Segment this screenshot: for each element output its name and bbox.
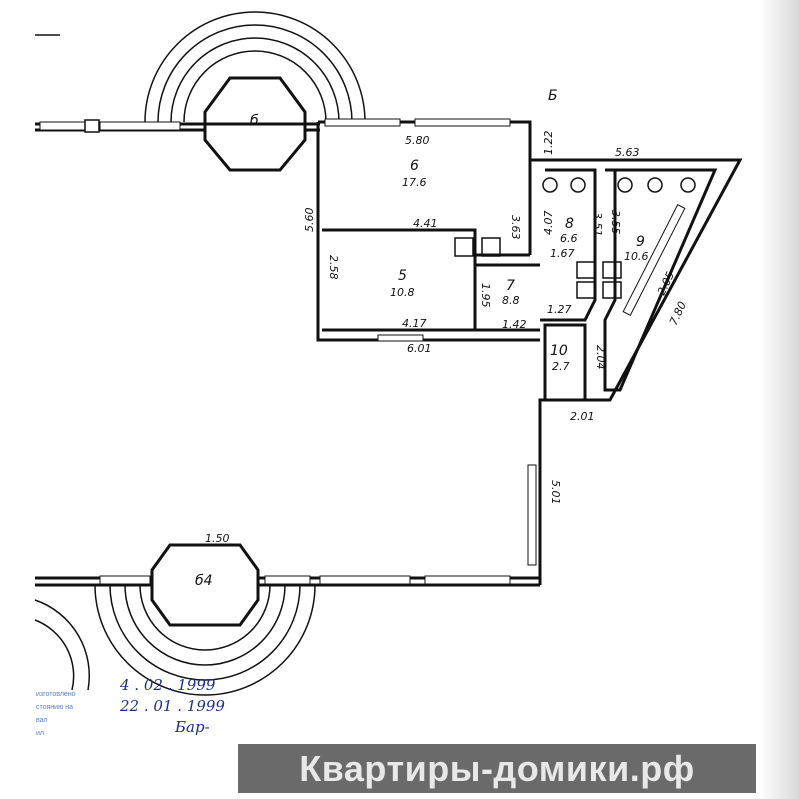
room-number: 10 <box>550 343 568 359</box>
svg-text:5.01: 5.01 <box>549 480 562 505</box>
svg-text:5.63: 5.63 <box>615 146 640 159</box>
svg-text:6.01: 6.01 <box>407 342 432 355</box>
watermark: Квартиры-домики.рф <box>238 744 756 793</box>
svg-text:4.07: 4.07 <box>542 211 555 236</box>
section-mark: Б <box>548 88 558 104</box>
room-area: 10.8 <box>390 286 415 299</box>
stamp-line: изготовлено <box>36 691 76 698</box>
svg-text:1.22: 1.22 <box>542 131 555 156</box>
bay-top-label: б <box>250 113 259 129</box>
room-area: 6.6 <box>560 232 578 245</box>
room-area: 2.7 <box>552 360 570 373</box>
room-area: 10.6 <box>624 250 649 263</box>
svg-text:5.80: 5.80 <box>405 134 430 147</box>
room-number: 9 <box>636 234 645 250</box>
stamp-date-2: 22 . 01 . 1999 <box>120 697 225 715</box>
stamp-line: стоянию на <box>36 704 74 711</box>
stamp-date-1: 4 . 02 . 1999 <box>120 676 216 694</box>
room-area: 17.6 <box>402 176 427 189</box>
dim: 1.50 <box>205 532 230 545</box>
svg-text:3.63: 3.63 <box>509 215 522 240</box>
bay-bottom-label: б4 <box>195 573 213 589</box>
room-number: 7 <box>506 278 515 294</box>
toilets <box>542 177 696 299</box>
svg-text:1.42: 1.42 <box>502 318 527 331</box>
stamp-line: вал <box>36 717 48 724</box>
svg-text:2.01: 2.01 <box>570 410 595 423</box>
svg-text:3.55: 3.55 <box>609 210 622 235</box>
svg-text:4.41: 4.41 <box>413 217 438 230</box>
svg-text:1.27: 1.27 <box>547 303 572 316</box>
svg-text:5.60: 5.60 <box>303 208 316 233</box>
top-bay <box>144 11 366 172</box>
svg-text:1.95: 1.95 <box>479 283 492 308</box>
room-area: 8.8 <box>502 294 520 307</box>
room-labels: 6 17.6 5 10.8 7 8.8 8 6.6 9 10.6 10 2.7 <box>390 158 649 373</box>
dimensions: 5.80 1.22 5.63 3.63 5.60 4.41 2.58 4.17 … <box>303 131 689 505</box>
stamp-signature: Бар- <box>175 718 210 736</box>
stamp-line: ил <box>36 730 44 737</box>
svg-text:4.17: 4.17 <box>402 317 427 330</box>
room-number: 6 <box>410 158 419 174</box>
svg-text:1.67: 1.67 <box>550 247 575 260</box>
room-number: 8 <box>565 216 574 232</box>
scan-edge-shadow <box>761 0 799 799</box>
svg-text:2.58: 2.58 <box>327 255 340 280</box>
svg-text:3.51: 3.51 <box>591 212 604 237</box>
room-number: 5 <box>398 268 407 284</box>
bottom-bay <box>34 543 316 696</box>
svg-text:7.80: 7.80 <box>667 300 689 328</box>
svg-text:2.04: 2.04 <box>594 345 607 370</box>
stamp: изготовлено стоянию на вал ил <box>36 688 76 740</box>
